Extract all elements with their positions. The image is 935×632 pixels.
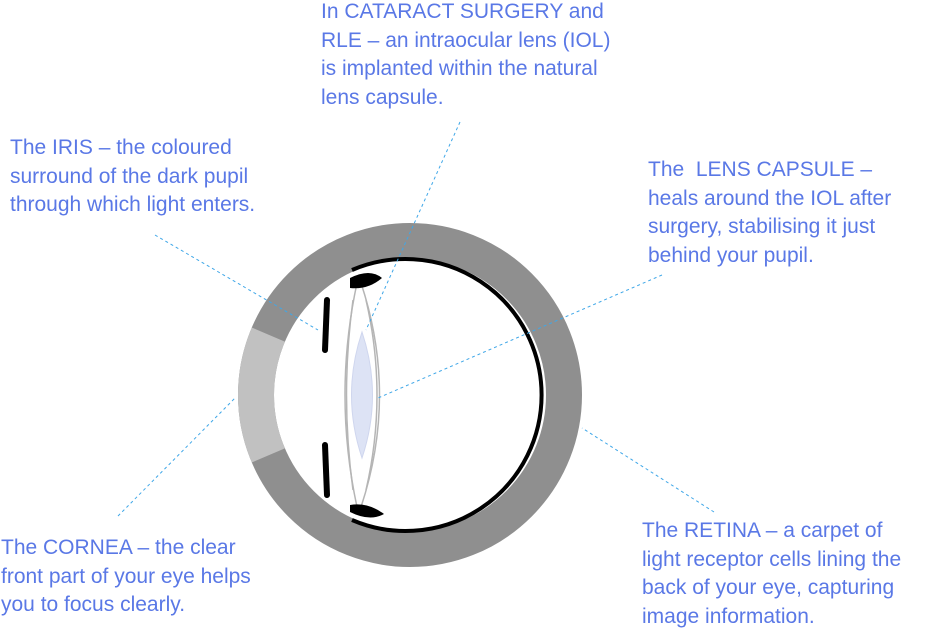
annotation-line: surround of the dark pupil — [10, 164, 249, 188]
lens-capsule — [344, 282, 381, 508]
annotation-line: The RETINA – a carpet of — [642, 519, 883, 542]
annotation-line: through which light enters. — [10, 193, 256, 216]
annotation-iol: In CATARACT SURGERY and RLE – an intraoc… — [321, 0, 610, 112]
leader-line-iris — [154, 234, 319, 331]
ciliary-body-upper — [350, 273, 382, 289]
annotation-line: front part of your eye helps — [1, 564, 251, 588]
annotation-line: surgery, stabilising it just — [648, 215, 876, 238]
ciliary-body-lower — [350, 504, 384, 518]
leader-line-cornea — [117, 397, 236, 517]
annotation-line: heals around the IOL after — [648, 186, 892, 210]
annotation-line: is implanted within the natural — [321, 57, 598, 80]
annotation-lens-capsule: The LENS CAPSULE – heals around the IOL … — [648, 156, 891, 270]
annotation-line: image information. — [642, 604, 815, 628]
leader-line-retina — [581, 427, 715, 513]
annotation-line: light receptor cells lining the — [642, 547, 902, 571]
annotation-iris: The IRIS – the coloured surround of the … — [10, 134, 255, 220]
annotation-line: you to focus clearly. — [1, 593, 186, 616]
annotation-line: The IRIS – the coloured — [10, 136, 232, 159]
annotation-line: lens capsule. — [321, 85, 444, 109]
annotation-line: RLE – an intraocular lens (IOL) — [321, 28, 611, 52]
annotation-retina: The RETINA – a carpet of light receptor … — [642, 517, 901, 631]
retina — [351, 257, 544, 533]
annotation-line: The CORNEA – the clear — [1, 536, 236, 559]
iris-upper — [322, 297, 330, 353]
leader-line-iol — [365, 121, 461, 331]
annotation-line: The LENS CAPSULE – — [648, 158, 873, 181]
sclera — [238, 223, 582, 567]
cornea — [238, 250, 410, 540]
annotation-line: In CATARACT SURGERY and — [321, 0, 604, 23]
intraocular-lens — [351, 330, 373, 460]
annotation-cornea: The CORNEA – the clear front part of you… — [1, 534, 251, 620]
annotation-line: back of your eye, capturing — [642, 576, 895, 599]
iris-lower — [322, 442, 330, 498]
annotation-line: behind your pupil. — [648, 243, 814, 267]
